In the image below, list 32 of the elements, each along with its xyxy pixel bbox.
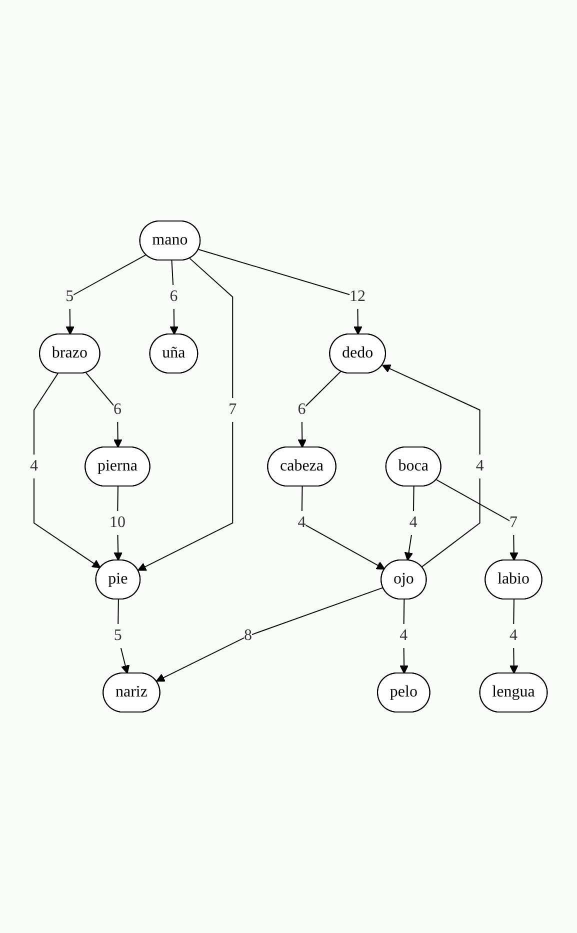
arrow bbox=[66, 254, 146, 335]
edge-label: 4 bbox=[476, 457, 484, 474]
edge-label: 5 bbox=[66, 288, 74, 305]
arrow bbox=[33, 372, 101, 568]
arrow bbox=[156, 587, 384, 682]
arrow bbox=[436, 479, 518, 561]
edge-label: 8 bbox=[244, 626, 252, 644]
edge-label: 7 bbox=[509, 514, 518, 531]
edge-label: 4 bbox=[409, 514, 418, 531]
arrow bbox=[298, 370, 342, 448]
edge-label: 10 bbox=[109, 514, 126, 531]
arrow bbox=[509, 599, 518, 674]
edge-label: 12 bbox=[349, 288, 366, 305]
arrow bbox=[404, 486, 414, 561]
arrow bbox=[400, 599, 408, 674]
edge-label: 6 bbox=[298, 400, 306, 418]
arrow bbox=[138, 258, 234, 571]
arrow bbox=[170, 260, 178, 335]
edge-label: 4 bbox=[400, 626, 408, 644]
edge-label: 4 bbox=[509, 626, 518, 644]
arrow bbox=[117, 599, 130, 674]
arrow bbox=[301, 486, 386, 570]
edge-label: 6 bbox=[113, 400, 122, 418]
edge-label: 6 bbox=[170, 288, 178, 305]
edge-label: 5 bbox=[114, 626, 122, 644]
arrow bbox=[114, 486, 122, 561]
edge-label: 4 bbox=[298, 514, 306, 531]
arrow bbox=[85, 372, 122, 448]
arrow bbox=[382, 364, 480, 568]
edge-label: 7 bbox=[228, 400, 237, 418]
edge-label: 4 bbox=[30, 457, 38, 474]
arrow bbox=[198, 249, 362, 335]
